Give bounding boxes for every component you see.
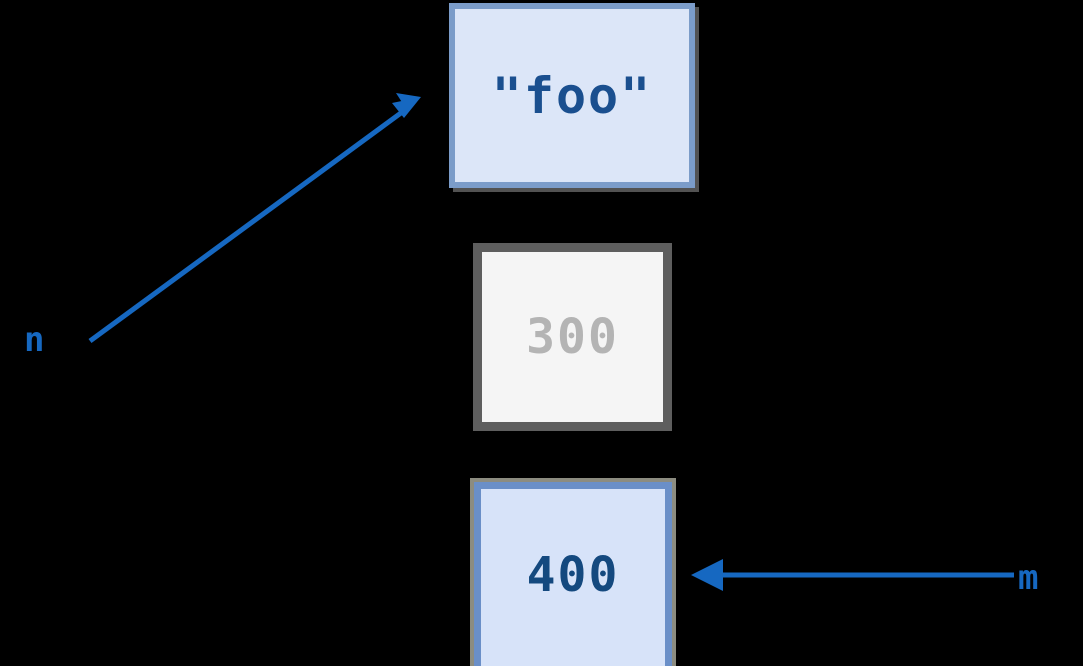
arrow-diagonal-shaft (88, 107, 407, 344)
arrow-diagonal-head-upper (396, 93, 421, 107)
variable-label-left: n (24, 320, 45, 360)
value-box-400-text: 400 (526, 547, 620, 603)
value-box-foo: "foo" (449, 3, 695, 188)
variable-label-right: m (1018, 558, 1039, 598)
value-box-400: 400 (474, 482, 672, 666)
arrow-horizontal-head (691, 559, 723, 591)
arrow-horizontal (691, 559, 1014, 591)
arrow-diagonal (88, 93, 421, 344)
value-box-300: 300 (473, 243, 672, 431)
value-box-300-text: 300 (526, 309, 619, 365)
arrow-diagonal-head (392, 97, 421, 118)
value-box-foo-text: "foo" (491, 66, 653, 125)
